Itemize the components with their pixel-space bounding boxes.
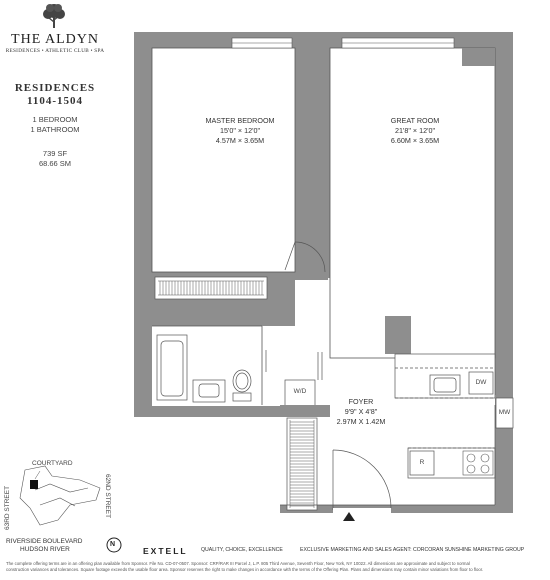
master-bedroom-name: MASTER BEDROOM xyxy=(205,116,275,125)
fine-print-line-2: construction variances and tolerances. S… xyxy=(6,566,484,572)
bathroom-count: 1 BATHROOM xyxy=(30,125,80,134)
window-great-room xyxy=(341,37,455,49)
master-bedroom-dim-ft: 15'0" × 12'0" xyxy=(219,126,261,135)
fine-print: The complete offering terms are in an of… xyxy=(6,561,546,572)
great-room-label: GREAT ROOM 21'8" × 12'0" 6.60M × 3.65M xyxy=(355,116,475,146)
developer-logo: EXTELL xyxy=(143,546,188,556)
brand-name: THE ALDYN xyxy=(11,32,99,47)
bedroom-count: 1 BEDROOM xyxy=(32,115,78,124)
sales-agent: EXCLUSIVE MARKETING AND SALES AGENT: COR… xyxy=(300,547,525,553)
foyer-dim-ft: 9'9" X 4'8" xyxy=(344,407,378,416)
street-right-label: 62ND STREET xyxy=(104,474,111,519)
north-icon xyxy=(106,537,122,553)
toilet xyxy=(232,369,252,402)
north-label: N xyxy=(110,541,116,548)
great-room-dim-ft: 21'8" × 12'0" xyxy=(394,126,436,135)
boulevard-label: RIVERSIDE BOULEVARD xyxy=(6,538,83,545)
foyer-name: FOYER xyxy=(348,397,374,406)
bathroom-vanity xyxy=(192,379,226,403)
washer-dryer-label: W/D xyxy=(293,388,307,395)
residence-title: RESIDENCES xyxy=(14,82,96,94)
unit-marker xyxy=(30,480,38,489)
bathtub xyxy=(156,334,188,401)
refrigerator xyxy=(409,450,435,476)
river-label: HUDSON RIVER xyxy=(20,546,70,553)
bedroom-door xyxy=(284,241,326,273)
entry-arrow xyxy=(343,512,355,521)
key-plan xyxy=(19,465,101,526)
street-left-label: 63RD STREET xyxy=(4,485,11,530)
residence-number: 1104-1504 xyxy=(26,95,84,107)
tree-icon xyxy=(43,4,65,28)
area-sf: 739 SF xyxy=(42,149,68,158)
foyer-dim-m: 2.97M X 1.42M xyxy=(336,417,386,426)
foyer-label: FOYER 9'9" X 4'8" 2.97M X 1.42M xyxy=(326,397,396,427)
area-sm: 68.66 SM xyxy=(38,159,72,168)
great-room-name: GREAT ROOM xyxy=(390,116,440,125)
column xyxy=(385,316,411,354)
great-room-dim-m: 6.60M × 3.65M xyxy=(390,136,440,145)
fine-print-line-1: The complete offering terms are in an of… xyxy=(6,561,470,566)
master-bedroom-dim-m: 4.57M × 3.65M xyxy=(215,136,265,145)
master-bedroom-label: MASTER BEDROOM 15'0" × 12'0" 4.57M × 3.6… xyxy=(180,116,300,146)
brand-subtitle: RESIDENCES • ATHLETIC CLUB • SPA xyxy=(5,48,105,54)
microwave-label: MW xyxy=(498,409,511,416)
window-bedroom xyxy=(231,37,293,49)
courtyard-label: COURTYARD xyxy=(32,460,73,467)
developer-tagline: QUALITY, CHOICE, EXCELLENCE xyxy=(201,547,283,553)
cooktop xyxy=(462,450,494,476)
refrigerator-label: R xyxy=(419,459,425,466)
dishwasher-label: DW xyxy=(475,379,487,386)
entry-door xyxy=(332,449,392,510)
washer-dryer-closet xyxy=(284,352,323,407)
kitchen-sink xyxy=(429,374,461,396)
